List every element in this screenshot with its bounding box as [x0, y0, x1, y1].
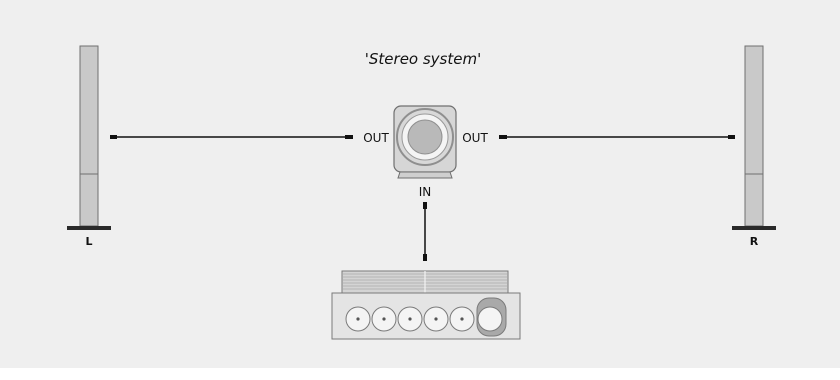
right-speaker-cable: [499, 135, 735, 139]
left-speaker-label: L: [85, 235, 92, 248]
subwoofer-in-label: IN: [419, 185, 432, 199]
left-speaker: [67, 45, 111, 230]
source-cable: [423, 202, 427, 261]
right-speaker: [732, 45, 776, 230]
audio-source-device: [331, 270, 521, 340]
diagram-title: 'Stereo system': [365, 50, 481, 68]
subwoofer-out-left-label: OUT: [363, 131, 389, 145]
subwoofer: [393, 105, 457, 179]
right-speaker-label: R: [750, 235, 759, 248]
subwoofer-out-right-label: OUT: [462, 131, 488, 145]
left-speaker-cable: [110, 135, 353, 139]
